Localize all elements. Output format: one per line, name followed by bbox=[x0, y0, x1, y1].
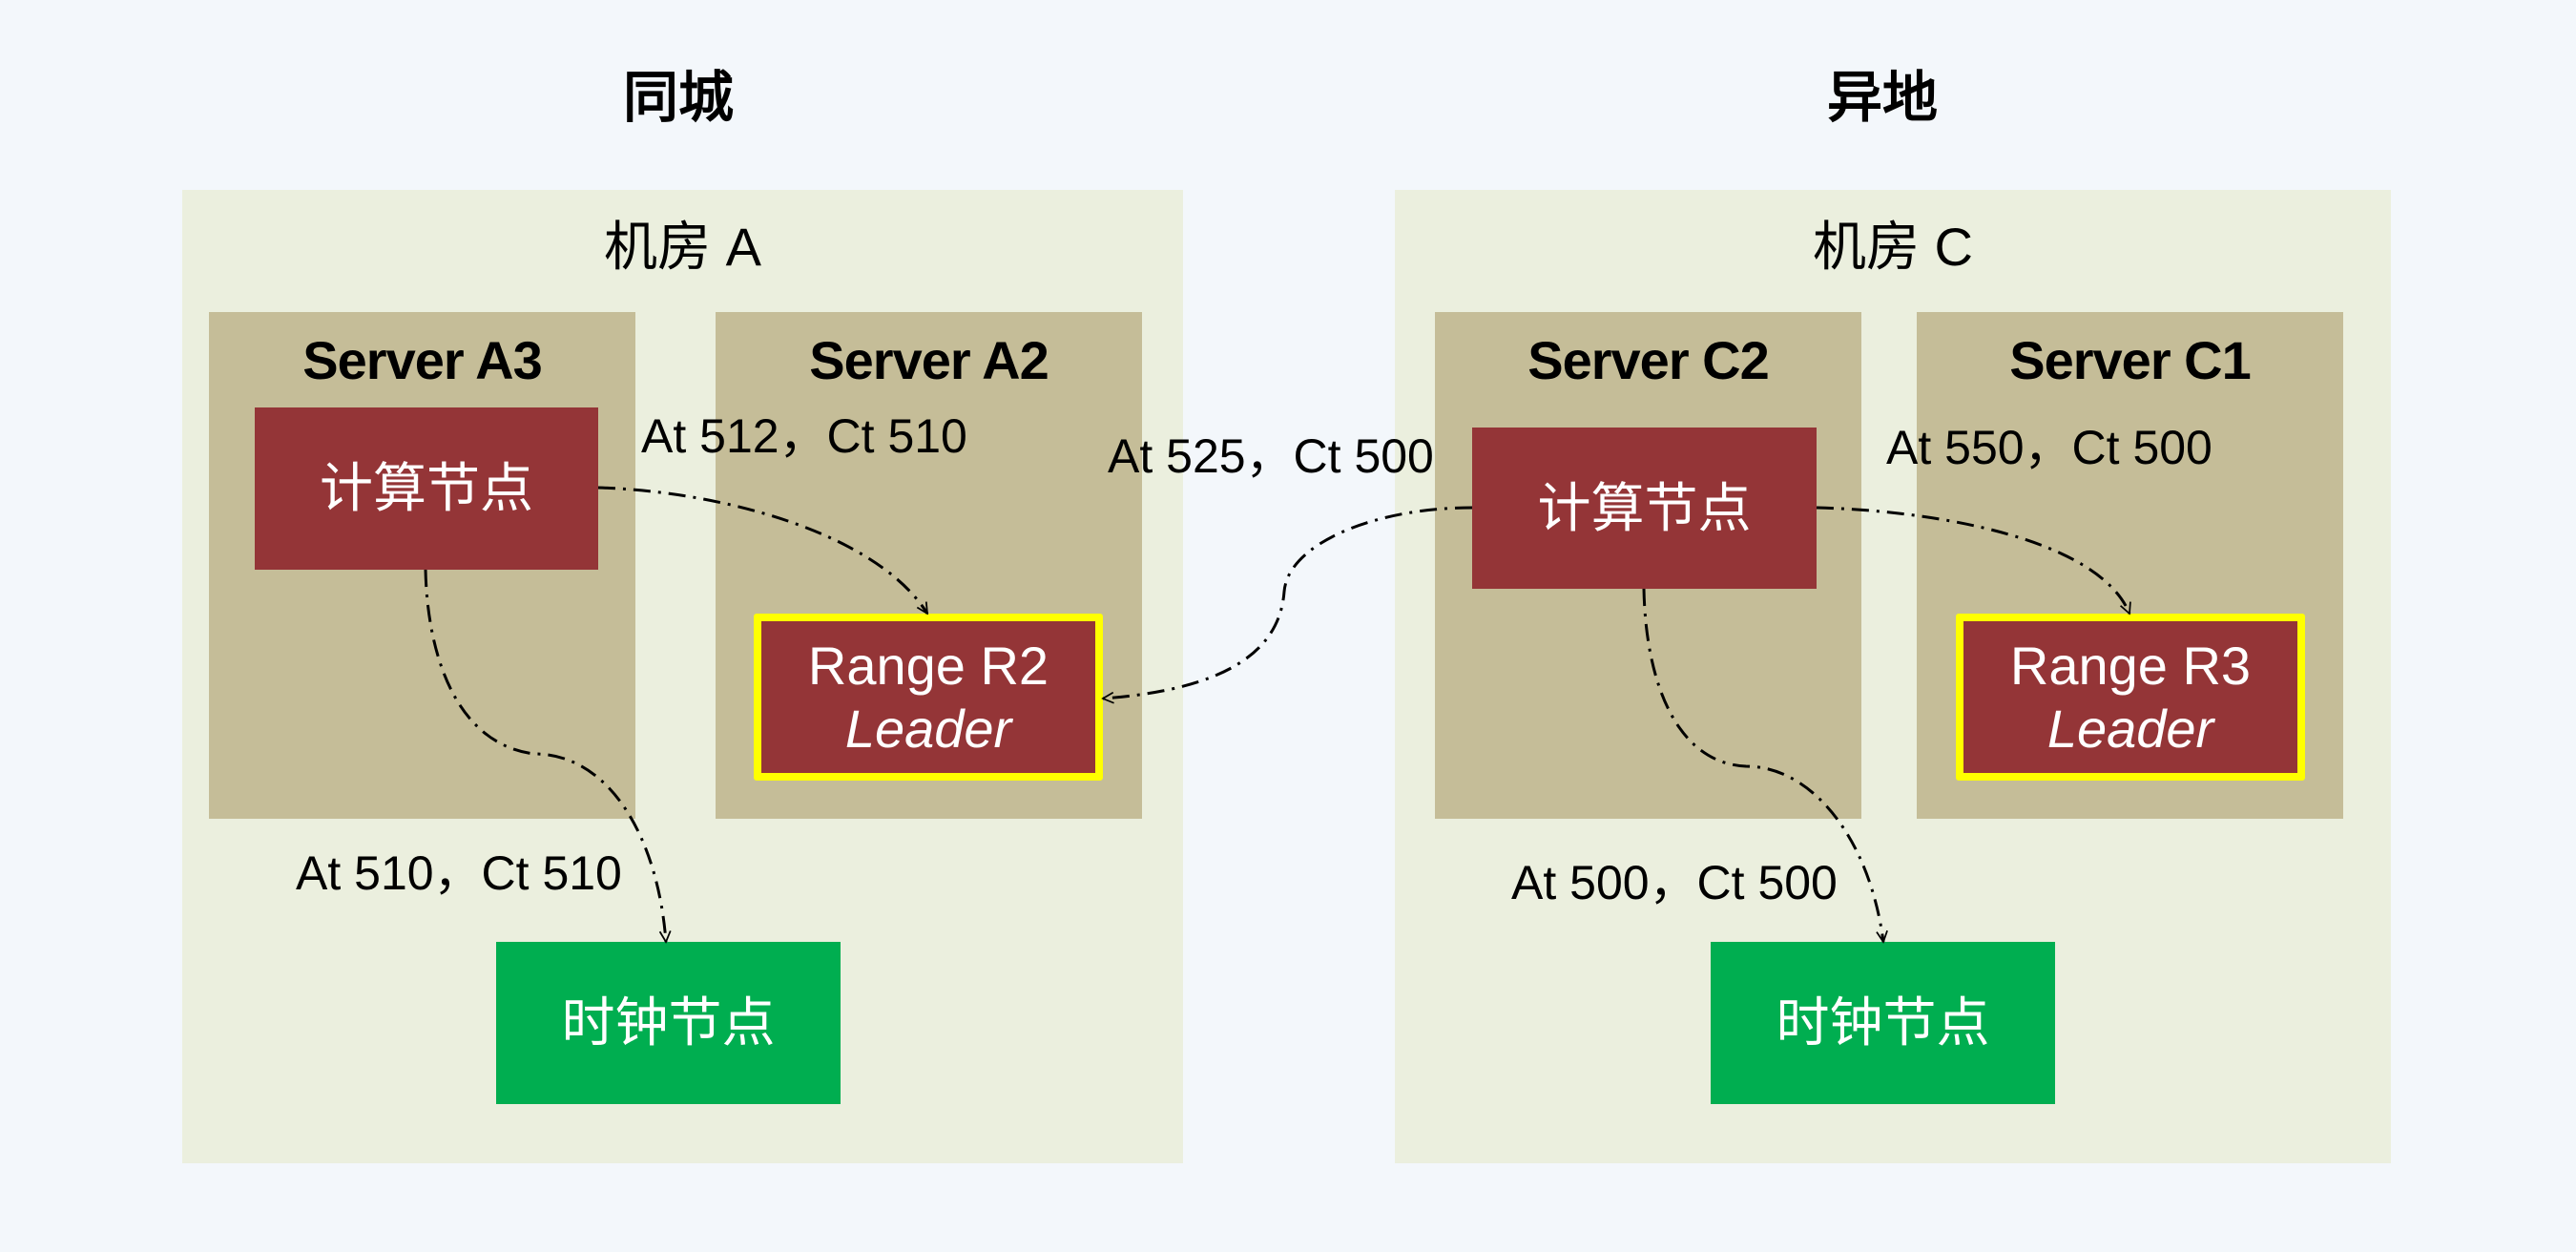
region-title-same-city: 同城 bbox=[622, 67, 734, 129]
compute-node-c2-label: 计算节点 bbox=[1537, 477, 1752, 538]
clock-node-c-label: 时钟节点 bbox=[1776, 992, 1990, 1053]
edge-a3-to-r2 bbox=[597, 486, 929, 614]
edge-label-c2-r2: At 525，Ct 500 bbox=[1108, 429, 1434, 483]
server-a2-title: Server A2 bbox=[809, 330, 1049, 390]
compute-node-c2[interactable]: 计算节点 bbox=[1472, 428, 1817, 589]
range-r3-leader[interactable]: Range R3 Leader bbox=[1956, 614, 2305, 781]
edge-label-a3-clock: At 510，Ct 510 bbox=[296, 846, 622, 900]
region-title-remote: 异地 bbox=[1826, 67, 1938, 129]
server-c2-title: Server C2 bbox=[1527, 330, 1770, 390]
compute-node-a3[interactable]: 计算节点 bbox=[255, 407, 598, 570]
server-a3-title: Server A3 bbox=[302, 330, 542, 390]
clock-node-a-label: 时钟节点 bbox=[561, 992, 776, 1053]
range-r3-role: Leader bbox=[2046, 698, 2214, 759]
edge-label-a3-r2: At 512，Ct 510 bbox=[641, 409, 967, 463]
edge-label-c2-r3: At 550，Ct 500 bbox=[1886, 421, 2212, 474]
edge-c2-to-r3 bbox=[1816, 506, 2129, 614]
range-r2-leader[interactable]: Range R2 Leader bbox=[754, 614, 1103, 781]
range-r2-label: Range R2 bbox=[807, 635, 1049, 696]
range-r3-label: Range R3 bbox=[2009, 635, 2252, 696]
server-c1-title: Server C1 bbox=[2009, 330, 2252, 390]
range-r2-role: Leader bbox=[844, 698, 1012, 759]
edge-a3-to-clock-a bbox=[424, 569, 666, 942]
room-a-label: 机房 A bbox=[604, 217, 761, 277]
clock-node-a[interactable]: 时钟节点 bbox=[496, 942, 841, 1104]
room-c-label: 机房 C bbox=[1813, 217, 1973, 277]
clock-node-c[interactable]: 时钟节点 bbox=[1711, 942, 2055, 1104]
compute-node-a3-label: 计算节点 bbox=[320, 458, 533, 518]
edge-c2-to-r2 bbox=[1103, 506, 1473, 699]
edge-label-c2-clock: At 500，Ct 500 bbox=[1511, 856, 1838, 909]
edge-c2-to-clock-c bbox=[1642, 588, 1883, 942]
